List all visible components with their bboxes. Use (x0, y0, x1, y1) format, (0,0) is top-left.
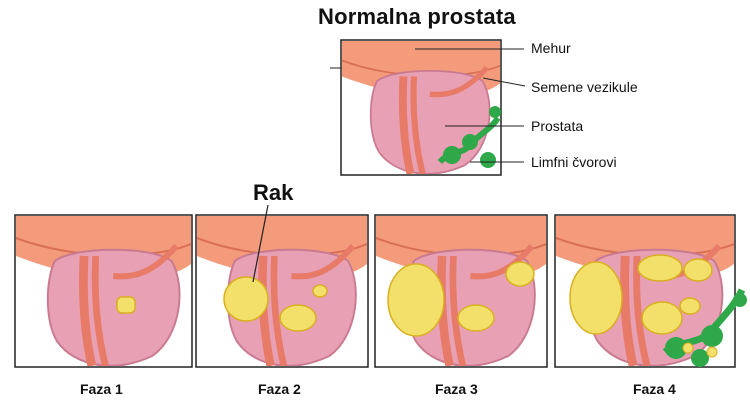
tumor-vesicle (505, 261, 535, 287)
tumor-spread (637, 254, 683, 282)
tumor-small (312, 284, 328, 298)
tumor-small (116, 296, 136, 314)
tumor-large (569, 261, 623, 335)
tumor-secondary (457, 304, 495, 332)
cancer-pointer-line (252, 204, 269, 283)
stage-1-panel (14, 214, 193, 368)
lymph-nodes-label: Limfni čvorovi (531, 154, 617, 170)
stage-3-panel (374, 214, 548, 368)
diagram-title: Normalna prostata (318, 4, 516, 29)
tumor-main (223, 276, 269, 322)
tumor-secondary (641, 301, 683, 335)
seminal-vesicles-label: Semene vezikule (531, 79, 638, 95)
stage-2-panel (195, 204, 369, 368)
stage-4-panel (554, 214, 747, 368)
stage-4-label: Faza 4 (633, 381, 676, 397)
tumor-vesicle (683, 258, 713, 282)
tumor-secondary (279, 304, 317, 332)
lymph-node-metastasis (662, 288, 747, 367)
lymph-nodes-graphic (437, 106, 501, 168)
stage-1-label: Faza 1 (80, 381, 123, 397)
tumor-small (679, 297, 701, 315)
stage-2-label: Faza 2 (258, 381, 301, 397)
bladder-label: Mehur (531, 40, 571, 56)
prostate-label: Prostata (531, 118, 584, 134)
normal-prostate-panel (330, 39, 526, 176)
stage-3-label: Faza 3 (435, 381, 478, 397)
tumor-large (387, 263, 445, 337)
cancer-label: Rak (253, 180, 294, 205)
